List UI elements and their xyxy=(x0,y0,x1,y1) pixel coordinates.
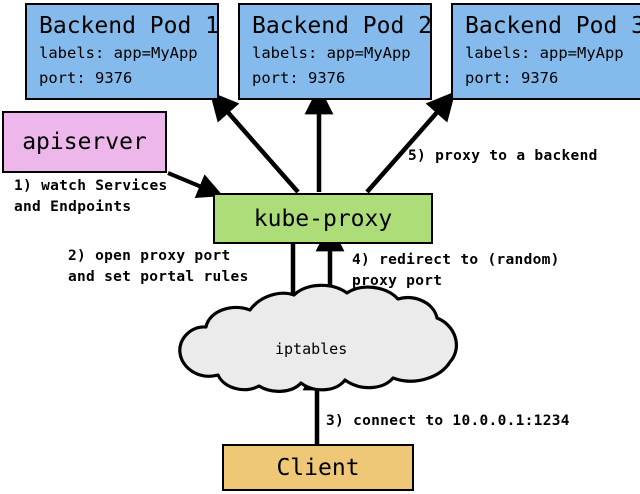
backend-pod-3-title: Backend Pod 3 xyxy=(465,12,640,39)
annotation-step-1-line-1: 1) watch Services xyxy=(14,178,168,194)
annotation-step-5-line-1: 5) proxy to a backend xyxy=(408,148,598,164)
annotation-step-4: 4) redirect to (random) proxy port xyxy=(352,250,560,292)
client-box[interactable]: Client xyxy=(222,444,414,491)
backend-pod-1-box[interactable]: Backend Pod 1 labels: app=MyApp port: 93… xyxy=(25,3,219,100)
iptables-label: iptables xyxy=(275,340,348,358)
arrow-kubeproxy-to-pod3 xyxy=(365,91,456,194)
backend-pod-1-title: Backend Pod 1 xyxy=(39,12,220,39)
backend-pod-2-labels: labels: app=MyApp xyxy=(252,43,411,62)
annotation-step-3-line-1: 3) connect to 10.0.0.1:1234 xyxy=(326,413,570,429)
annotation-step-1: 1) watch Services and Endpoints xyxy=(14,176,168,218)
backend-pod-3-box[interactable]: Backend Pod 3 labels: app=MyApp port: 93… xyxy=(451,3,640,100)
apiserver-label: apiserver xyxy=(22,129,147,155)
backend-pod-1-port: port: 9376 xyxy=(39,68,133,87)
iptables-cloud-shape xyxy=(178,283,458,393)
backend-pod-1-labels: labels: app=MyApp xyxy=(39,43,198,62)
annotation-step-2-line-2: and set portal rules xyxy=(68,269,249,285)
backend-pod-3-port: port: 9376 xyxy=(465,68,559,87)
arrow-apiserver-to-kubeproxy xyxy=(167,171,224,198)
backend-pod-2-title: Backend Pod 2 xyxy=(252,12,433,39)
annotation-step-1-line-2: and Endpoints xyxy=(14,199,132,215)
arrow-kubeproxy-to-pod1 xyxy=(209,91,300,194)
apiserver-box[interactable]: apiserver xyxy=(2,111,167,173)
client-label: Client xyxy=(276,454,360,481)
annotation-step-4-line-2: proxy port xyxy=(352,273,443,289)
annotation-step-2-line-1: 2) open proxy port xyxy=(68,248,231,264)
annotation-step-5: 5) proxy to a backend xyxy=(408,146,598,167)
kube-proxy-box[interactable]: kube-proxy xyxy=(213,193,433,244)
annotation-step-2: 2) open proxy port and set portal rules xyxy=(68,246,249,288)
backend-pod-2-port: port: 9376 xyxy=(252,68,346,87)
kube-proxy-label: kube-proxy xyxy=(253,205,393,232)
backend-pod-2-box[interactable]: Backend Pod 2 labels: app=MyApp port: 93… xyxy=(238,3,432,100)
annotation-step-4-line-1: 4) redirect to (random) xyxy=(352,252,560,268)
annotation-step-3: 3) connect to 10.0.0.1:1234 xyxy=(326,411,570,432)
backend-pod-3-labels: labels: app=MyApp xyxy=(465,43,624,62)
